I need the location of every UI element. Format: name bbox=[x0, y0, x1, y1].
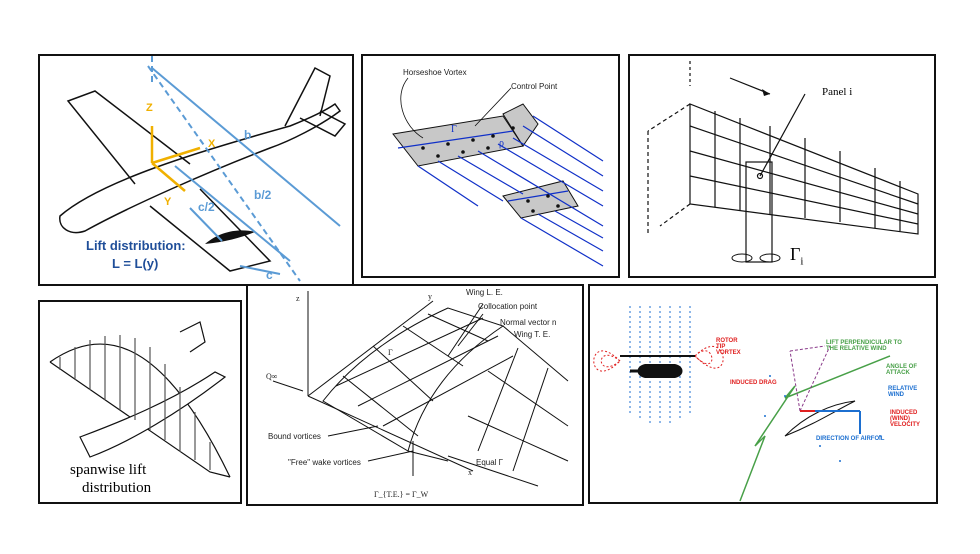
lift-caption-line1: Lift distribution: bbox=[86, 238, 186, 253]
angle-of-attack-label: ANGLE OF ATTACK bbox=[886, 364, 917, 376]
collocation-grid-drawing bbox=[272, 291, 569, 487]
horseshoe-vortex-drawing bbox=[392, 77, 604, 267]
wing-panel-grid-drawing bbox=[647, 61, 919, 263]
axis-z-label: z bbox=[296, 294, 300, 303]
relative-wind-label: RELATIVE WIND bbox=[888, 386, 918, 398]
panel-i-label: Panel i bbox=[822, 86, 853, 98]
axis-x-label: X bbox=[208, 138, 216, 150]
dimension-lines bbox=[147, 56, 341, 282]
gamma-label: Γ bbox=[451, 124, 457, 135]
control-point-label: Control Point bbox=[511, 82, 558, 91]
normal-vector-label: Normal vector n bbox=[500, 318, 557, 327]
spanwise-caption-line1: spanwise lift bbox=[70, 462, 147, 478]
rotor-tip-vortex-loops bbox=[593, 345, 724, 372]
dim-c-label: c bbox=[266, 268, 273, 282]
dim-c2-label: c/2 bbox=[198, 200, 215, 214]
dim-b2-label: b/2 bbox=[254, 188, 272, 202]
lift-caption-line2: L = L(y) bbox=[112, 256, 159, 271]
panel-vortex-lattice-wing: Wing L. E. Collocation point Normal vect… bbox=[246, 284, 584, 506]
bottom-equation: Γ_{T.E.} = Γ_W bbox=[374, 490, 429, 499]
rho-label: ρ bbox=[499, 138, 504, 149]
horseshoe-vortex-label: Horseshoe Vortex bbox=[403, 68, 467, 77]
bound-vortices-label: Bound vortices bbox=[268, 432, 321, 441]
gamma-i-label: Γi bbox=[790, 244, 804, 268]
axis-y-label: y bbox=[428, 292, 432, 301]
free-wake-label: "Free" wake vortices bbox=[288, 458, 361, 467]
aircraft-planform-drawing bbox=[59, 56, 347, 282]
panel-vortex-lattice-panel: Panel i Γi bbox=[628, 54, 936, 278]
wing-le-label: Wing L. E. bbox=[466, 288, 503, 297]
lift-arrows bbox=[59, 335, 211, 470]
body-axes bbox=[150, 126, 201, 192]
induced-drag-label: INDUCED DRAG bbox=[730, 380, 777, 386]
q-inf-label: Q∞ bbox=[266, 372, 278, 381]
axis-z-label: Z bbox=[146, 102, 153, 114]
collocation-label: Collocation point bbox=[478, 302, 538, 311]
gamma-mark: Γ bbox=[388, 348, 393, 357]
panel-wing-lift-distribution: Z X Y b b/2 c/2 c Lift distribution: L =… bbox=[38, 54, 354, 286]
spanwise-caption-line2: distribution bbox=[82, 480, 152, 496]
wing-te-label: Wing T. E. bbox=[514, 330, 551, 339]
lift-perpendicular-label: LIFT PERPENDICULAR TO THE RELATIVE WIND bbox=[826, 340, 902, 352]
spanwise-lift-drawing bbox=[49, 321, 231, 478]
panel-horseshoe-vortex: Horseshoe Vortex Control Point Γ ρ bbox=[361, 54, 620, 278]
rotor-tip-vortex-label: ROTOR TIP VORTEX bbox=[716, 338, 741, 356]
axis-y-label: Y bbox=[164, 196, 172, 208]
trailing-vortex-lines bbox=[397, 115, 604, 267]
direction-of-airfoil-label: DIRECTION OF AIRFOIL bbox=[816, 436, 885, 442]
equal-gamma-label: Equal Γ bbox=[476, 458, 504, 467]
induced-velocity-label: INDUCED (WIND) VELOCITY bbox=[890, 410, 921, 428]
panel-induced-drag: ROTOR TIP VORTEX LIFT PERPENDICULAR TO T… bbox=[588, 284, 938, 504]
relative-wind-arrow bbox=[739, 355, 891, 502]
rotor-induced-drag-drawing bbox=[593, 306, 891, 502]
panel-spanwise-lift: spanwise lift distribution bbox=[38, 300, 242, 504]
dim-b-label: b bbox=[244, 128, 252, 142]
axis-x-label: x bbox=[468, 468, 472, 477]
